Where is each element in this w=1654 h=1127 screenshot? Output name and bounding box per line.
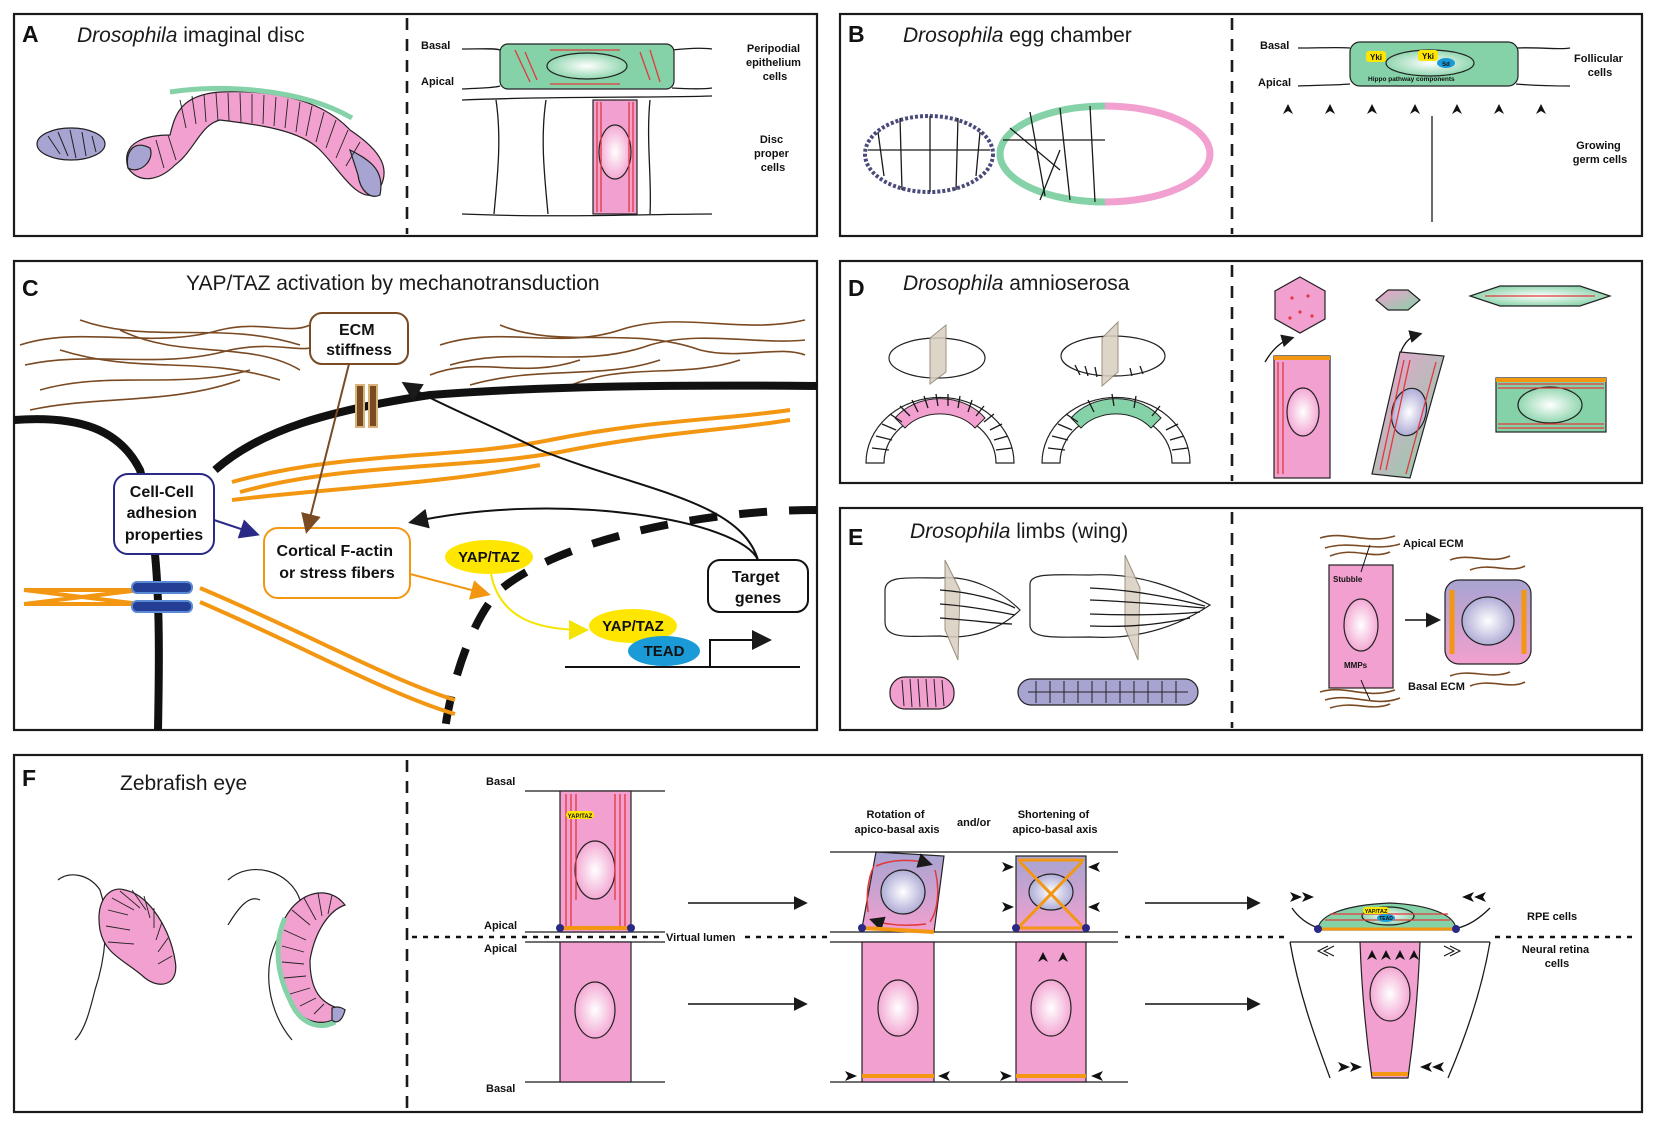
label-tead-rpe: TEAD [1379, 916, 1393, 922]
label-target-genes: Target genes [732, 569, 784, 607]
panel-e: E Drosophila limbs (wing) Apical ECM Bas [838, 506, 1644, 732]
panel-b: B Drosophila egg chamber Yki Yki Sd Hipp… [838, 12, 1644, 238]
label-apical-a: Apical [421, 76, 454, 88]
actin-box [263, 527, 411, 599]
label-andor: and/or [957, 817, 991, 829]
label-actin: Cortical F-actin or stress fibers [277, 543, 398, 582]
label-stubble: Stubble [1333, 575, 1363, 584]
label-basal-f-top: Basal [486, 776, 515, 788]
neural-retina-cell-mid-1 [861, 941, 935, 1083]
panel-c: C YAP/TAZ activation by mechanotransduct… [12, 259, 819, 732]
yaptaz-free [445, 540, 533, 574]
label-basal-f-bottom: Basal [486, 1083, 515, 1095]
label-basal-ecm: Basal ECM [1408, 681, 1465, 693]
panel-a: A Drosophila imaginal disc [12, 12, 819, 238]
label-apical-f-1: Apical [484, 920, 517, 932]
disc-stripes [155, 92, 361, 169]
small-egg-chamber [863, 114, 995, 194]
panel-b-letter: B [848, 21, 865, 47]
label-follicular: Follicular cells [1574, 53, 1626, 79]
label-neural-retina: Neural retina cells [1522, 944, 1592, 970]
label-virtual-lumen: Virtual lumen [666, 932, 736, 944]
panel-f: F Zebrafish eye [12, 753, 1644, 1114]
eye-primordium-1 [98, 888, 177, 985]
label-sd: Sd [1442, 62, 1450, 68]
panel-d-letter: D [848, 275, 865, 301]
label-peripodial: Peripodial epithelium cells [746, 43, 804, 83]
label-rotation: Rotation of apico-basal axis [855, 809, 940, 836]
label-yki-2: Yki [1422, 52, 1434, 61]
label-rpe-cells: RPE cells [1527, 911, 1577, 923]
label-basal-a: Basal [421, 40, 450, 52]
label-mmps: MMPs [1344, 661, 1368, 670]
neural-retina-cell-initial [559, 941, 632, 1083]
wing-section-1 [889, 676, 955, 710]
label-tead: TEAD [644, 643, 685, 660]
panel-a-letter: A [22, 21, 39, 47]
label-yaptaz: YAP/TAZ [458, 549, 520, 566]
label-disc-proper: Disc proper cells [754, 134, 792, 174]
label-apical-f-2: Apical [484, 943, 517, 955]
panel-b-title: Drosophila egg chamber [903, 24, 1132, 47]
label-basal-b: Basal [1260, 40, 1289, 52]
panel-d: D Drosophila amnioserosa [838, 259, 1644, 485]
label-ecm-stiffness: ECM stiffness [326, 322, 392, 359]
ecm-stiffness-box [309, 312, 409, 365]
label-germ: Growing germ cells [1573, 140, 1627, 166]
adhesion-box [113, 473, 215, 555]
ecm-fibers [19, 319, 806, 411]
panel-f-letter: F [22, 765, 36, 791]
label-adhesion: Cell-Cell adhesion properties [125, 484, 203, 544]
arch-cells-1 [871, 393, 1013, 451]
label-apical-ecm: Apical ECM [1403, 538, 1464, 550]
small-disc [36, 127, 106, 161]
label-shortening: Shortening of apico-basal axis [1013, 809, 1098, 836]
panel-c-title: YAP/TAZ activation by mechanotransductio… [186, 272, 600, 295]
label-yaptaz-bound: YAP/TAZ [602, 618, 664, 635]
arch-cells-2 [1047, 393, 1189, 451]
panel-e-letter: E [848, 524, 863, 550]
panel-e-title: Drosophila limbs (wing) [910, 520, 1128, 543]
imaginal-disc [126, 91, 385, 197]
label-yaptaz-rpe: YAP/TAZ [1365, 909, 1388, 915]
label-apical-b: Apical [1258, 77, 1291, 89]
label-hippo: Hippo pathway components [1368, 76, 1455, 83]
panel-c-letter: C [22, 275, 39, 301]
label-yki-1: Yki [1370, 53, 1382, 62]
panel-a-title: Drosophila imaginal disc [77, 24, 305, 47]
label-yaptaz-small: YAP/TAZ [568, 814, 593, 820]
panel-f-title: Zebrafish eye [120, 772, 247, 795]
panel-d-title: Drosophila amnioserosa [903, 272, 1130, 295]
